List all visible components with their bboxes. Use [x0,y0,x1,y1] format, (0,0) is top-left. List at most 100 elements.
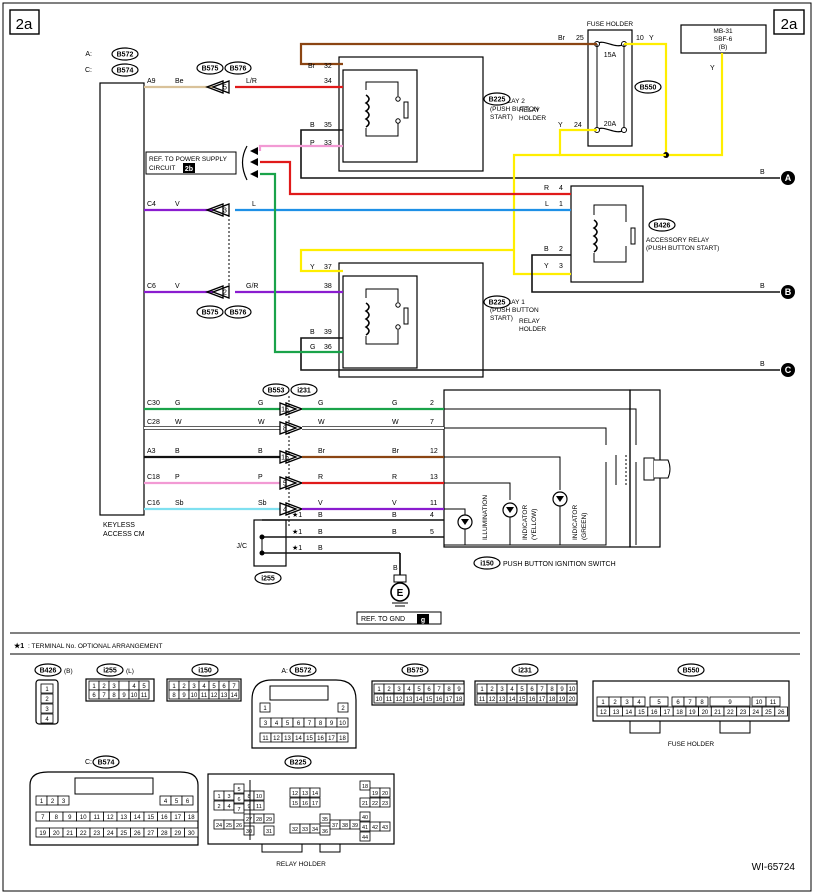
cv-b574-window [74,777,154,795]
ig-relay2-int2 [365,122,399,137]
wire-jc-star-1: ★1 [292,511,302,519]
conn-low-i231-oval [290,383,318,397]
cv-b574-r3-pin-21: 21 [66,831,73,837]
cv-b426-suffix: (B) [64,668,73,675]
out-tag-c: C [785,365,792,375]
cv-b225-pin-11: 11 [256,804,262,810]
conn-b575-c6: 2 [223,290,227,297]
cv-b574-r2-pin-16: 16 [161,815,168,821]
wire-c6-color: V [175,283,180,290]
cv-i150-r1-pin-4: 4 [202,684,206,690]
acc-relay-coil [592,219,598,253]
cv-b225-pin-19: 19 [372,791,378,797]
cv-b426-pin-4: 4 [45,717,49,723]
cv-i231-r1-pin-8: 8 [550,687,554,693]
cv-b574-r1b-cell-2 [181,795,194,806]
cv-b550-r1a-pin-1: 1 [601,700,605,706]
cv-b572-r2-pin-9: 9 [330,721,334,727]
cv-b575-r1-pin-6: 6 [427,687,431,693]
wire-sw-c1b-5: Sb [258,500,267,507]
acc-relay-box [570,185,644,283]
cv-b426-body [35,679,59,725]
cv-i255-r2-pin-8: 8 [112,693,116,699]
cv-b550-r1b-pin-5: 5 [657,700,661,706]
cv-b572-r2-pin-6: 6 [297,721,301,727]
conn-sw-4-shape [279,476,298,490]
cv-i150-r2-pin-11: 11 [201,693,208,699]
cv-b574-r1b-pin-5: 5 [175,799,179,805]
cv-i255-name-oval [96,663,124,677]
cv-b574-r2-pin-13: 13 [120,815,127,821]
cv-i255-r2-pin-11: 11 [141,693,148,699]
acc-relay-conn: B426 [654,223,671,230]
cv-b225-pin-25: 25 [226,823,232,829]
cv-b572-r2-pin-5: 5 [286,721,290,727]
cv-b572-window [269,685,329,701]
conn-sw-2-shape [279,421,298,435]
conn-top-b576-oval [224,61,252,75]
cv-b550-r2-pin-15: 15 [638,710,645,716]
fuse-15a-label: 15A [604,52,617,59]
fuse-holder-conn-oval [634,80,662,94]
cv-b550-r1e-pin-11: 11 [770,700,777,706]
power-ref-bracket [241,145,248,181]
cv-b225-pin-23: 23 [382,801,388,807]
wire-sw-c2-3: Br [318,448,326,455]
cv-b574-r3-pin-25: 25 [120,831,127,837]
wire-sw-c3-4: R [392,474,397,481]
cv-b550-r2-pin-12: 12 [600,710,607,716]
jc-dot-1 [259,534,265,540]
cv-b225-pin-24: 24 [216,823,222,829]
gnd-symbol [390,582,410,602]
gnd-ref-text: REF. TO GND [361,616,405,623]
cv-b550-r1c-cell-2 [695,696,709,707]
cv-b550-r2-pin-14: 14 [625,710,632,716]
conn-sw-1: 16 [281,407,289,414]
cv-b550-r1a-pin-4: 4 [637,700,641,706]
fuse-holder-label: FUSE HOLDER [587,21,634,28]
sw-int-return [444,462,607,546]
wire-sw-c2-5: V [318,500,323,507]
cv-b225-pin-28: 28 [256,817,262,823]
cv-b225-pin-44: 44 [362,835,368,841]
conn-mid-b576-oval [224,305,252,319]
cv-b225-pin-27: 27 [246,817,252,823]
cv-b574-r3-pin-23: 23 [93,831,100,837]
sw-int-13 [444,482,511,500]
section-tag-left-box [9,9,40,35]
wire-b39-pin: 39 [324,329,332,336]
wire-gnd-color: B [393,565,398,572]
cv-b572-r3-pin-14: 14 [295,736,302,742]
conn-b575-a9-shape [211,80,230,94]
acc-relay-line2: (PUSH BUTTON START) [646,245,719,252]
cv-b225-caption: RELAY HOLDER [276,861,326,868]
mb31-line1: MB-31 [713,28,733,35]
cv-b550-r2-pin-19: 19 [689,710,696,716]
cv-b574-r2-pin-10: 10 [80,815,87,821]
cv-b225-pin-30: 30 [246,829,252,835]
cv-b225-cell-13 [309,787,321,798]
cv-b574-prefix: C: [85,759,92,766]
cv-b574-r1b-pin-4: 4 [164,799,168,805]
cv-b575-r2-pin-15: 15 [426,697,433,703]
cv-b550-r1e-pin-10: 10 [756,700,763,706]
cv-b225-cell-30 [263,825,275,836]
wire-y-10 [624,42,724,157]
cv-b572-r2-pin-4: 4 [275,721,279,727]
fuse-20a-t2 [621,127,627,133]
cv-i231-r1-pin-7: 7 [540,687,544,693]
wire-y10-pin: 10 [636,35,644,42]
ig-relay2-holder [338,56,484,172]
wire-b-39 [300,337,780,371]
cv-b225-pin-7: 7 [237,807,240,813]
cv-b225-cell-39 [359,811,371,822]
cv-b225-pin-12: 12 [292,791,298,797]
cv-b572-r1b-pin-2: 2 [341,706,345,712]
wire-sw-pinnum-2: 7 [430,419,434,426]
conn-mid-b575-oval [196,305,224,319]
cv-b225-pin-21: 21 [362,801,368,807]
cv-b550-r1a-pin-2: 2 [613,700,617,706]
cv-i255-body [85,678,155,702]
cv-b574-r1a-pin-1: 1 [40,799,44,805]
